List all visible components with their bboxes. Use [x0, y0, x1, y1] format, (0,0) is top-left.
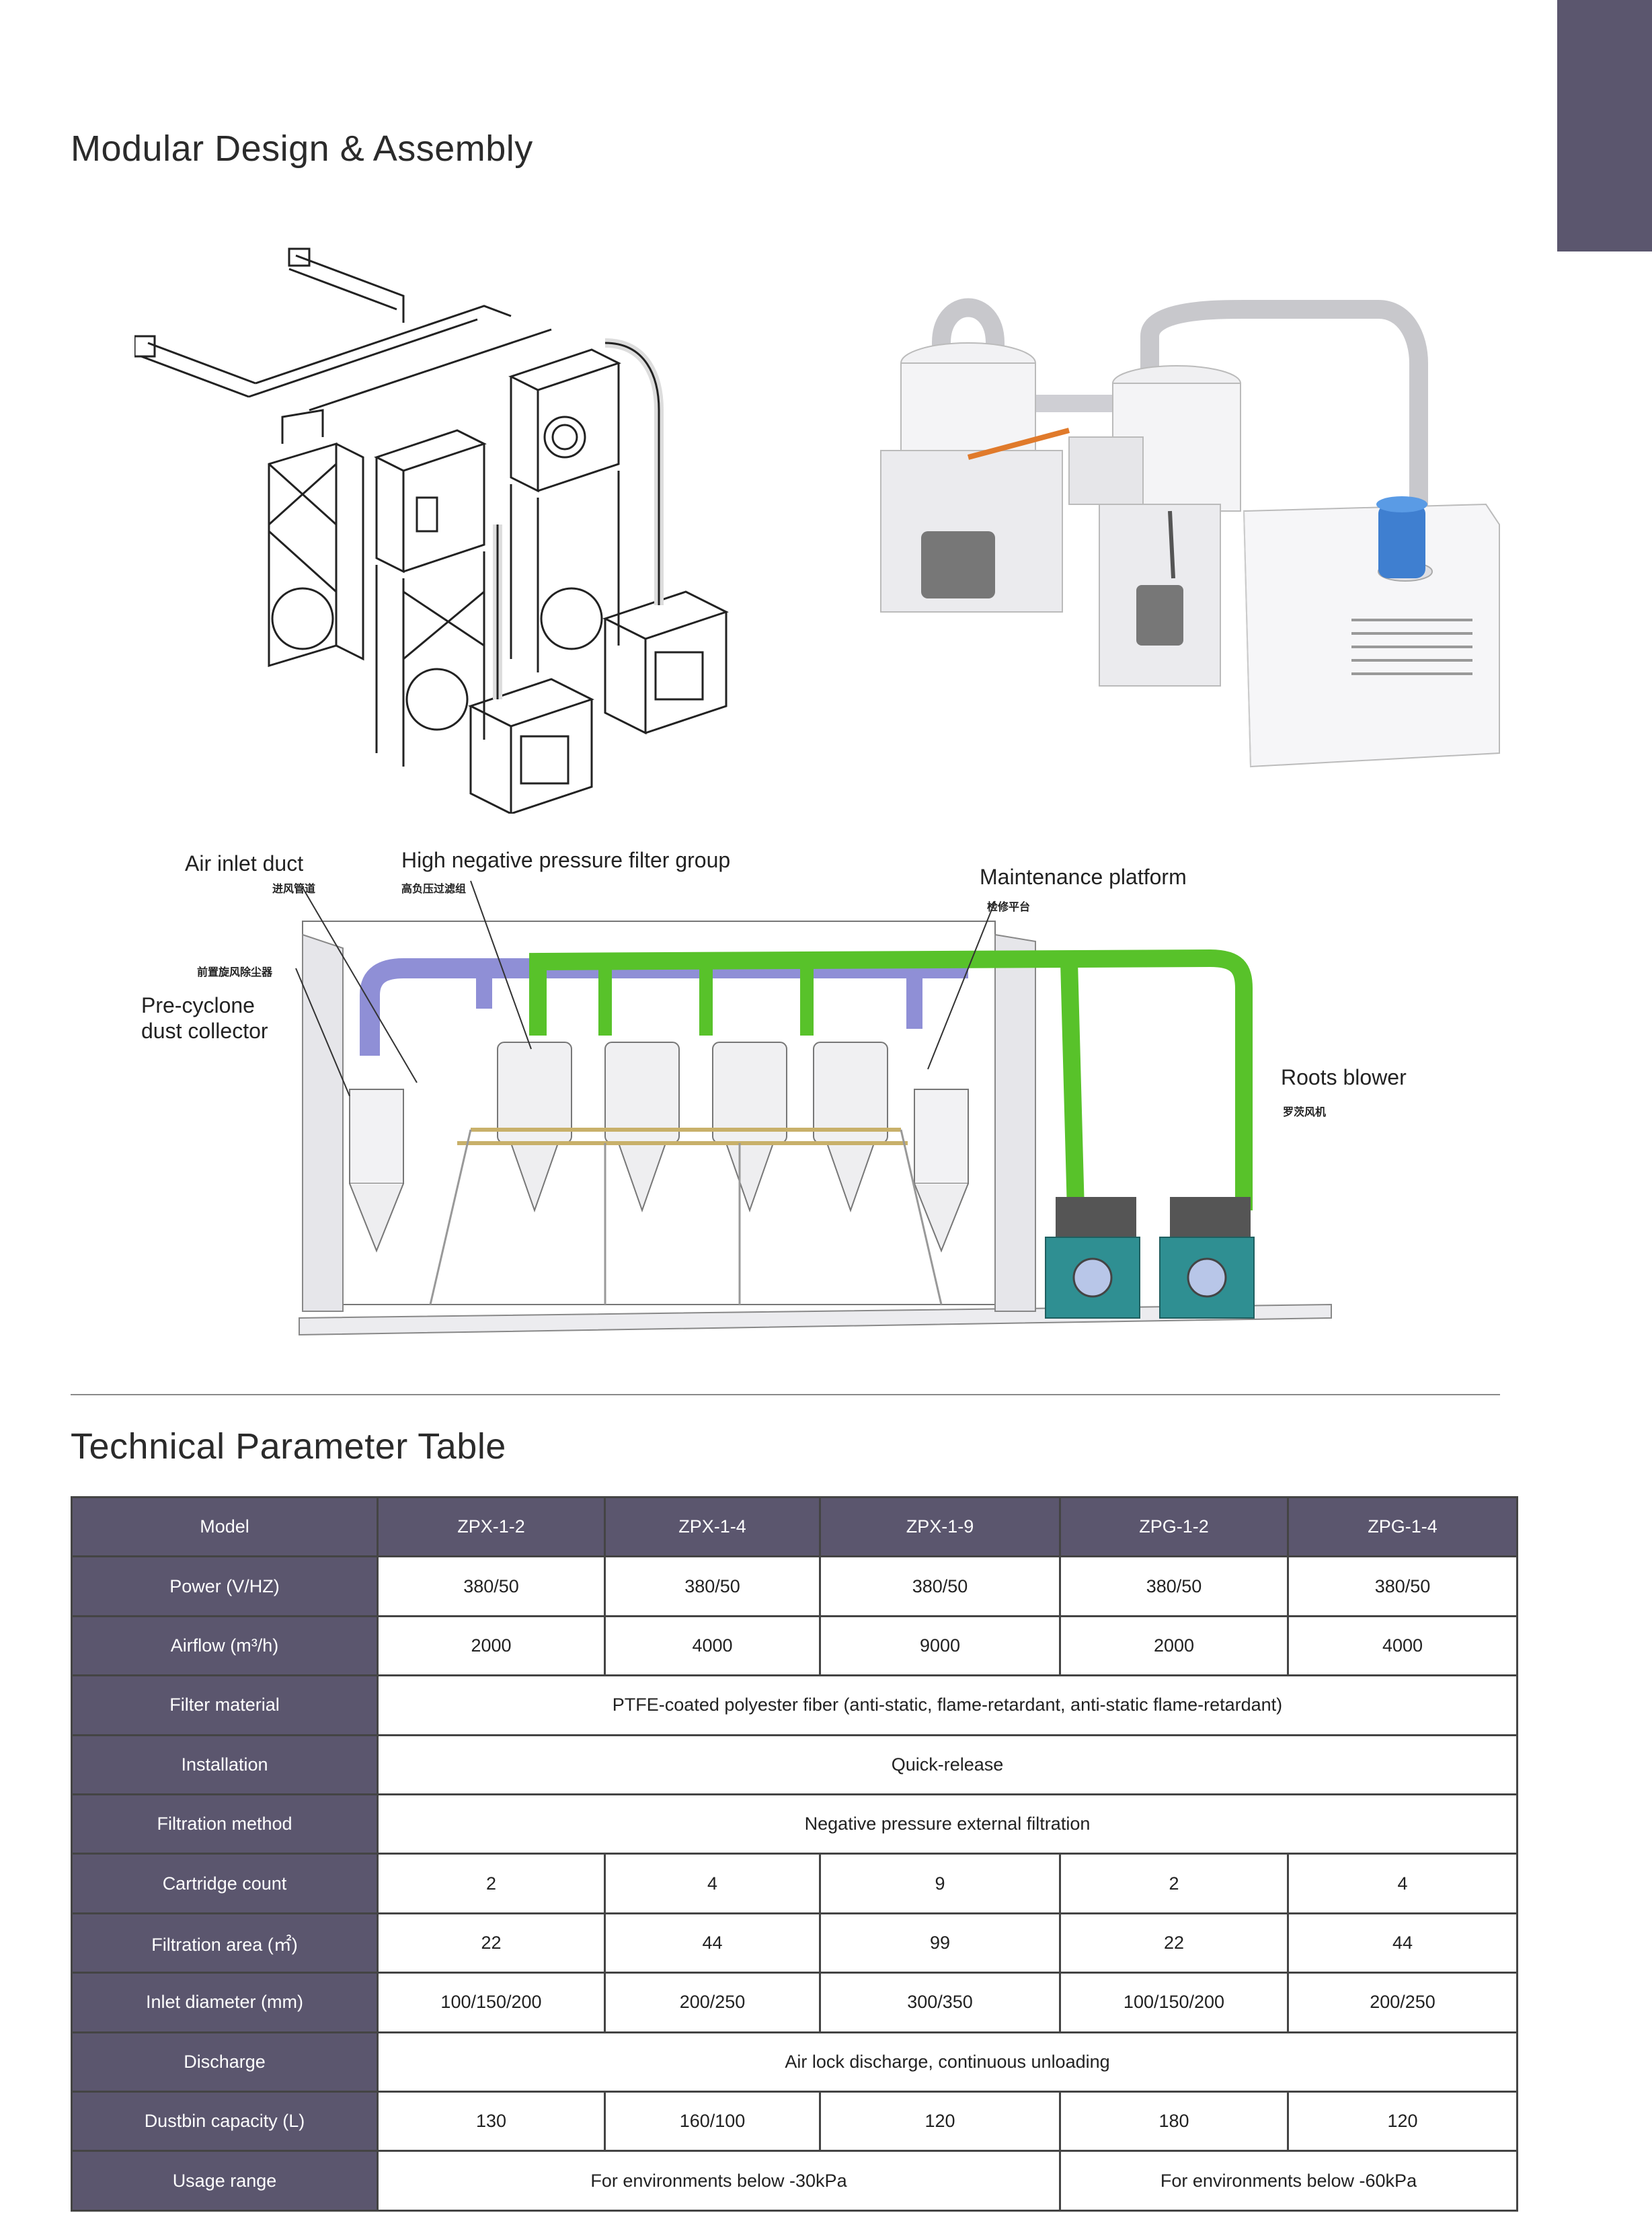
fan-box-2	[468, 525, 594, 814]
row-label: Power (V/HZ)	[71, 1555, 379, 1617]
table-cell: 130	[377, 2091, 606, 2152]
table-cell: 100/150/200	[377, 1972, 606, 2033]
table-cell: 4	[1287, 1853, 1518, 1914]
table-cell: 100/150/200	[1059, 1972, 1289, 2033]
callout-maintenance-platform-cn: 检修平台	[987, 902, 1031, 913]
table-cell: 2	[1059, 1853, 1289, 1914]
table-cell: 22	[377, 1912, 606, 1974]
row-label: Cartridge count	[71, 1853, 379, 1914]
table-cell: 4000	[604, 1615, 821, 1677]
table-cell: 2	[377, 1853, 606, 1914]
callout-pre-cyclone-cn: 前置旋风除尘器	[197, 967, 273, 978]
table-row-dustbin-capacity: Dustbin capacity (L) 130 160/100 120 180…	[71, 2091, 1518, 2152]
row-label: Usage range	[71, 2150, 379, 2212]
roots-blower-2	[1159, 1197, 1255, 1319]
header-model: Model	[71, 1496, 379, 1558]
technical-parameter-table: Model ZPX-1-2 ZPX-1-4 ZPX-1-9 ZPG-1-2 ZP…	[71, 1496, 1518, 2212]
table-cell: 9	[819, 1853, 1061, 1914]
row-label: Airflow (m³/h)	[71, 1615, 379, 1677]
callout-filter-group-cn: 高负压过滤组	[401, 884, 467, 895]
callout-maintenance-platform: Maintenance platform	[980, 865, 1187, 889]
table-cell: 4000	[1287, 1615, 1518, 1677]
table-cell: 300/350	[819, 1972, 1061, 2033]
row-label: Dustbin capacity (L)	[71, 2091, 379, 2152]
table-cell: 180	[1059, 2091, 1289, 2152]
section-title-design: Modular Design & Assembly	[71, 128, 533, 169]
table-cell: 200/250	[1287, 1972, 1518, 2033]
table-row-filter-material: Filter material PTFE-coated polyester fi…	[71, 1674, 1518, 1736]
table-row-power: Power (V/HZ) 380/50 380/50 380/50 380/50…	[71, 1555, 1518, 1617]
table-header-row: Model ZPX-1-2 ZPX-1-4 ZPX-1-9 ZPG-1-2 ZP…	[71, 1496, 1518, 1558]
unit-3	[508, 348, 621, 672]
table-cell: 99	[819, 1912, 1061, 1974]
section-divider	[71, 1394, 1500, 1395]
row-label: Installation	[71, 1734, 379, 1796]
table-cell: 4	[604, 1853, 821, 1914]
callout-roots-blower: Roots blower	[1281, 1065, 1407, 1089]
section-title-table: Technical Parameter Table	[71, 1426, 506, 1467]
row-label: Filter material	[71, 1674, 379, 1736]
row-label: Filtration method	[71, 1793, 379, 1855]
table-cell: 22	[1059, 1912, 1289, 1974]
table-cell: 120	[1287, 2091, 1518, 2152]
table-cell: 380/50	[604, 1555, 821, 1617]
table-row-airflow: Airflow (m³/h) 2000 4000 9000 2000 4000	[71, 1615, 1518, 1677]
corner-accent-tab	[1557, 0, 1652, 251]
table-cell: 380/50	[377, 1555, 606, 1617]
callout-pre-cyclone-line2: dust collector	[141, 1019, 268, 1043]
header-model-1: ZPX-1-2	[377, 1496, 606, 1558]
row-label: Discharge	[71, 2031, 379, 2093]
header-model-2: ZPX-1-4	[604, 1496, 821, 1558]
table-row-usage-range: Usage range For environments below -30kP…	[71, 2150, 1518, 2212]
table-row-filtration-area: Filtration area (㎡) 22 44 99 22 44	[71, 1912, 1518, 1974]
table-cell: For environments below -30kPa	[377, 2150, 1061, 2212]
table-cell: 380/50	[1059, 1555, 1289, 1617]
table-cell: Negative pressure external filtration	[377, 1793, 1518, 1855]
roots-blower-1	[1045, 1197, 1140, 1319]
header-model-5: ZPG-1-4	[1287, 1496, 1518, 1558]
table-row-installation: Installation Quick-release	[71, 1734, 1518, 1796]
table-row-inlet-diameter: Inlet diameter (mm) 100/150/200 200/250 …	[71, 1972, 1518, 2033]
table-cell: 380/50	[1287, 1555, 1518, 1617]
unit-1	[268, 409, 364, 668]
table-cell: 160/100	[604, 2091, 821, 2152]
table-cell: 2000	[1059, 1615, 1289, 1677]
table-cell: PTFE-coated polyester fiber (anti-static…	[377, 1674, 1518, 1736]
callout-air-inlet-duct-cn: 进风管道	[272, 884, 316, 895]
row-label: Filtration area (㎡)	[71, 1912, 379, 1974]
header-model-4: ZPG-1-2	[1059, 1496, 1289, 1558]
callout-roots-blower-cn: 罗茨风机	[1283, 1107, 1327, 1118]
callout-pre-cyclone-line1: Pre-cyclone	[141, 993, 255, 1017]
table-cell: 44	[604, 1912, 821, 1974]
table-cell: 120	[819, 2091, 1061, 2152]
callout-air-inlet-duct: Air inlet duct	[185, 851, 304, 876]
product-render	[880, 298, 1500, 768]
table-cell: For environments below -60kPa	[1059, 2150, 1518, 2212]
table-cell: Quick-release	[377, 1734, 1518, 1796]
table-row-cartridge-count: Cartridge count 2 4 9 2 4	[71, 1853, 1518, 1914]
table-cell: 380/50	[819, 1555, 1061, 1617]
table-cell: 44	[1287, 1912, 1518, 1974]
header-model-3: ZPX-1-9	[819, 1496, 1061, 1558]
table-cell: 2000	[377, 1615, 606, 1677]
system-layout-schematic	[295, 880, 1332, 1336]
table-row-discharge: Discharge Air lock discharge, continuous…	[71, 2031, 1518, 2093]
row-label: Inlet diameter (mm)	[71, 1972, 379, 2033]
callout-filter-group: High negative pressure filter group	[401, 848, 731, 872]
table-cell: 200/250	[604, 1972, 821, 2033]
unit-2	[374, 429, 487, 767]
modular-line-drawing	[134, 247, 729, 814]
fan-box-1	[602, 338, 729, 735]
table-row-filtration-method: Filtration method Negative pressure exte…	[71, 1793, 1518, 1855]
table-cell: Air lock discharge, continuous unloading	[377, 2031, 1518, 2093]
table-cell: 9000	[819, 1615, 1061, 1677]
